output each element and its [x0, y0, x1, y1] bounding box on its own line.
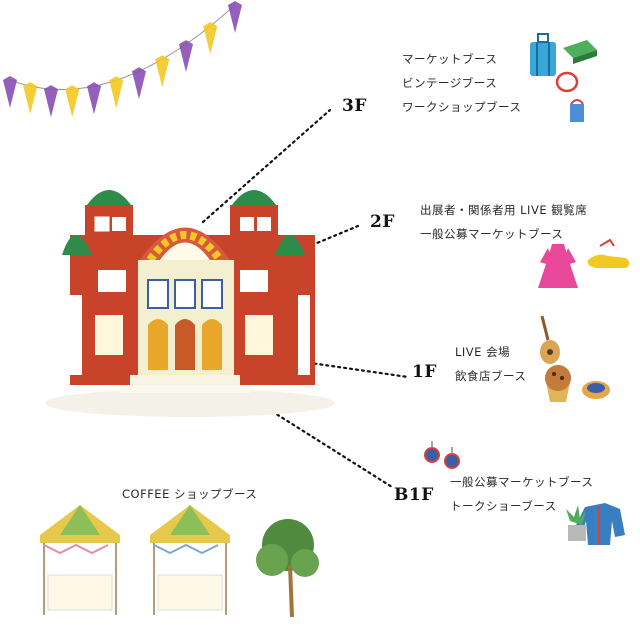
guitar-icon	[540, 315, 560, 364]
booth-item: ワークショップブース	[402, 100, 522, 114]
booth-list-3f: マーケットブース ビンテージブース ワークショップブース	[402, 47, 521, 119]
flag	[228, 1, 242, 33]
leader-3f	[201, 108, 332, 224]
booth-list-1f: LIVE 会場 飲食店ブース	[455, 340, 526, 388]
floor-label-b1f: B1F	[394, 485, 434, 505]
building-illustration	[45, 190, 335, 417]
icons-1f	[540, 315, 610, 402]
tent-right	[150, 505, 230, 615]
booth-item: 一般公募マーケットブース	[450, 475, 594, 489]
flag	[109, 76, 124, 109]
booth-item: 飲食店ブース	[455, 369, 527, 383]
flag	[44, 85, 58, 118]
necklace-icon	[555, 71, 579, 93]
booth-item: LIVE 会場	[455, 345, 511, 359]
floor-label-3f: 3F	[342, 96, 367, 116]
leader-b1f	[260, 403, 394, 489]
booth-item: トークショーブース	[450, 499, 557, 513]
booth-item: 一般公募マーケットブース	[420, 227, 564, 241]
coffee-tents-illustration	[40, 505, 319, 618]
floor-label-2f: 2F	[370, 212, 395, 232]
book-icon	[563, 40, 597, 64]
flag	[155, 55, 170, 88]
coffee-booth-label: COFFEE ショップブース	[122, 487, 258, 501]
earrings-icon	[424, 441, 460, 469]
bag-icon	[570, 99, 584, 122]
flag	[203, 22, 218, 55]
potted-plant-icon	[566, 505, 586, 541]
tent-left	[40, 505, 120, 615]
muffin-icon	[545, 365, 571, 402]
shoe-icon	[587, 238, 630, 268]
icons-2f	[538, 238, 630, 288]
booth-item: 出展者・関係者用 LIVE 観覧席	[420, 203, 588, 217]
icons-3f	[530, 33, 597, 122]
flag	[87, 82, 101, 115]
flag	[179, 40, 193, 73]
flag	[65, 85, 80, 118]
dress-icon	[538, 244, 578, 288]
suitcase-icon	[530, 33, 556, 76]
tree-icon	[256, 519, 319, 618]
booth-list-b1f: 一般公募マーケットブース トークショーブース	[450, 470, 593, 518]
flag	[23, 82, 38, 115]
booth-list-2f: 出展者・関係者用 LIVE 観覧席 一般公募マーケットブース	[420, 198, 587, 246]
flag	[132, 67, 146, 100]
flag	[3, 76, 17, 108]
pie-icon	[582, 381, 610, 399]
booth-item: ビンテージブース	[402, 76, 498, 90]
floor-label-1f: 1F	[412, 362, 437, 382]
booth-item: マーケットブース	[402, 52, 498, 66]
icons-b1f	[424, 441, 625, 545]
